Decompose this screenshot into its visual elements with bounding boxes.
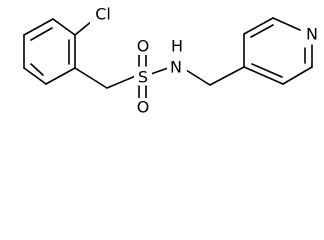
- benzene-ring: [23, 18, 76, 85]
- oxygen-bottom-label: O: [137, 98, 150, 117]
- bond-ring-to-ch2: [74, 67, 108, 89]
- amide-nitrogen-label: N: [170, 58, 182, 77]
- atom-chlorine: Cl: [90, 3, 116, 25]
- pyridine-nitrogen-label: N: [306, 25, 318, 44]
- atom-oxygen-bottom: O: [134, 98, 152, 117]
- bond-ring-to-chlorine: [74, 20, 93, 36]
- atom-oxygen-top: O: [134, 37, 152, 56]
- bond-nitrogen-to-ch2: [185, 69, 211, 86]
- atom-amide-hydrogen: H: [168, 37, 186, 56]
- bond-sulfur-to-nitrogen: [150, 67, 169, 75]
- sulfonyl-double-bonds: [138, 53, 147, 99]
- chemical-structure-diagram: Cl S O O N H N: [23, 3, 322, 117]
- pyridine-ring: [243, 17, 313, 85]
- atom-amide-nitrogen: N: [167, 58, 187, 77]
- atom-pyridine-nitrogen: N: [302, 25, 322, 44]
- bond-ch2-to-sulfur: [106, 74, 139, 89]
- chlorine-label: Cl: [95, 5, 111, 24]
- sulfur-label: S: [138, 68, 148, 87]
- bond-ch2-to-pyridine: [209, 66, 245, 86]
- atom-sulfur: S: [134, 67, 152, 87]
- amide-hydrogen-label: H: [171, 37, 183, 56]
- oxygen-top-label: O: [137, 37, 150, 56]
